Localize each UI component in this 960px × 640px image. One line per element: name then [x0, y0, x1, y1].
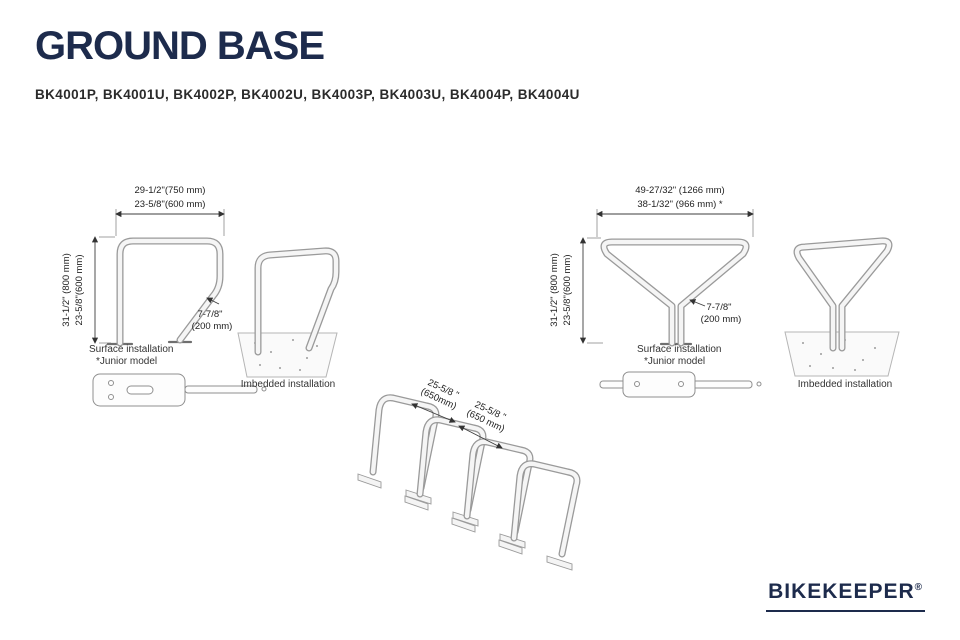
- isometric-row-diagram: 25-5/8 " (650mm) 25-5/8 " (650 mm): [345, 377, 595, 575]
- surface-rack-tube: [601, 239, 749, 346]
- surface-rack-tube: [117, 238, 223, 346]
- brand-name: BIKEKEEPER: [768, 580, 915, 603]
- left-dim-width-outer: 29-1/2"(750 mm): [135, 185, 206, 196]
- left-surface-caption: Surface installation: [89, 344, 174, 355]
- right-dim-height-inner: 23-5/8"(600 mm): [562, 255, 573, 326]
- right-dim-width-outer: 49-27/32" (1266 mm): [635, 185, 724, 196]
- texture-dot: [874, 347, 876, 349]
- offset-leader-arrow: [689, 299, 706, 307]
- left-rack-diagram: 29-1/2"(750 mm) 23-5/8"(600 mm) 31-1/2" …: [61, 185, 340, 407]
- page-title: GROUND BASE: [35, 24, 325, 68]
- base-plate: [622, 371, 696, 398]
- rail-end-hole: [756, 381, 762, 387]
- left-dim-height-inner: 23-5/8"(600 mm): [74, 255, 85, 326]
- right-dim-height-outer: 31-1/2" (800 mm): [549, 253, 560, 327]
- bolt-hole: [678, 381, 684, 387]
- rail-bar: [184, 385, 258, 394]
- spacing-dimension-line: [411, 403, 456, 423]
- texture-dot: [299, 369, 301, 371]
- right-dim-offset-in: 7-7/8": [706, 302, 731, 313]
- bolt-hole: [108, 380, 114, 386]
- right-dim-offset-mm: (200 mm): [701, 314, 742, 325]
- right-rack-diagram: 49-27/32" (1266 mm) 38-1/32" (966 mm) * …: [549, 185, 900, 398]
- surface-rack-tube-outline: [600, 238, 750, 347]
- model-numbers: BK4001P, BK4001U, BK4002P, BK4002U, BK40…: [35, 87, 580, 102]
- left-dim-height-outer: 31-1/2" (800 mm): [61, 253, 72, 327]
- mount-slot: [126, 385, 154, 395]
- right-surface-caption: Surface installation: [637, 344, 722, 355]
- left-dim-offset-mm: (200 mm): [192, 321, 233, 332]
- texture-dot: [854, 369, 856, 371]
- rail-end-hole: [261, 386, 267, 392]
- left-junior-caption: *Junior model: [96, 356, 157, 367]
- texture-dot: [259, 364, 261, 366]
- brand-logo: BIKEKEEPER®: [766, 580, 925, 612]
- right-imbedded-caption: Imbedded installation: [798, 379, 893, 390]
- offset-leader-arrow: [206, 297, 220, 305]
- texture-dot: [292, 339, 294, 341]
- imbedded-rack-tube: [794, 238, 892, 351]
- imbedded-rack-tube: [255, 248, 339, 355]
- registered-mark: ®: [914, 582, 923, 593]
- concrete-ground: [237, 332, 338, 378]
- right-dim-width-inner: 38-1/32" (966 mm) *: [637, 199, 723, 210]
- texture-dot: [862, 359, 864, 361]
- texture-dot: [832, 367, 834, 369]
- bolt-hole: [634, 381, 640, 387]
- texture-dot: [279, 367, 281, 369]
- left-dim-offset-in: 7-7/8": [197, 309, 222, 320]
- texture-dot: [802, 342, 804, 344]
- texture-dot: [820, 353, 822, 355]
- concrete-texture: [802, 339, 876, 371]
- concrete-ground: [784, 331, 900, 377]
- right-junior-caption: *Junior model: [644, 356, 705, 367]
- texture-dot: [316, 345, 318, 347]
- texture-dot: [809, 365, 811, 367]
- texture-dot: [270, 351, 272, 353]
- left-imbedded-caption: Imbedded installation: [241, 379, 336, 390]
- spacing-dimension-line: [458, 425, 503, 449]
- bolt-hole: [108, 394, 114, 400]
- iso-rack-4: [499, 464, 577, 570]
- texture-dot: [306, 357, 308, 359]
- left-dim-width-inner: 23-5/8"(600 mm): [135, 199, 206, 210]
